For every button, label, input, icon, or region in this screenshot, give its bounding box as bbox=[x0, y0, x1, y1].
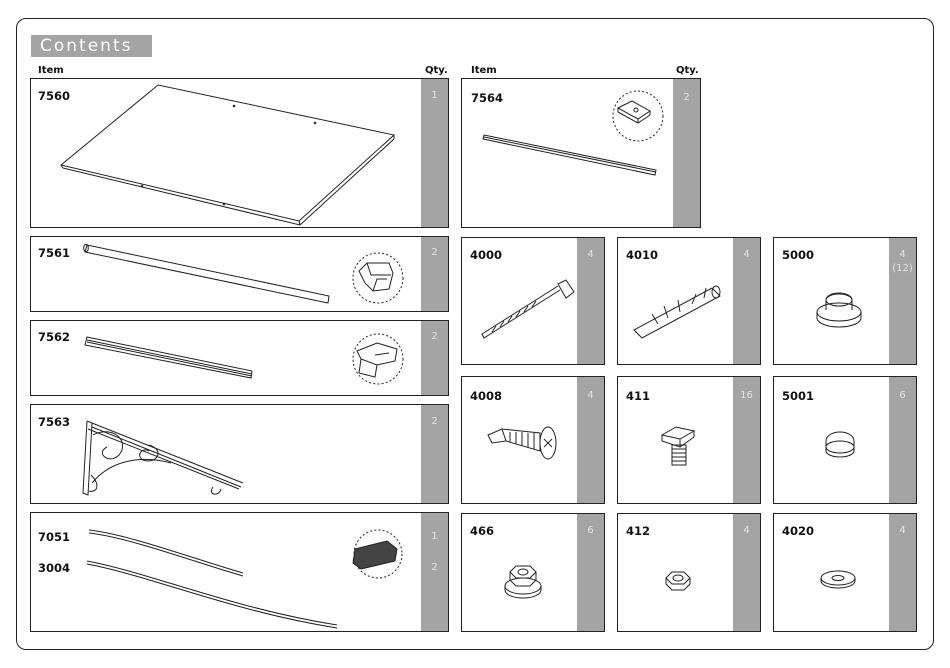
item-header-left: Item bbox=[38, 65, 64, 76]
cap-illustration bbox=[774, 238, 918, 366]
part-7564-card: 7564 2 bbox=[461, 78, 701, 228]
part-7561-card: 7561 2 bbox=[30, 236, 449, 312]
part-4000-card: 4000 4 bbox=[461, 237, 605, 365]
qty-header-right: Qty. bbox=[676, 65, 699, 76]
part-7562-card: 7562 2 bbox=[30, 320, 449, 396]
seal-strips-illustration bbox=[31, 513, 450, 633]
contents-title: Contents bbox=[31, 35, 152, 57]
part-7051-3004-card: 7051 3004 1 2 bbox=[30, 512, 449, 632]
lag-bolt-illustration bbox=[462, 238, 606, 366]
roof-panel-illustration bbox=[31, 79, 450, 229]
front-profile-illustration bbox=[31, 237, 450, 313]
screw-illustration bbox=[462, 377, 606, 505]
part-5001-card: 5001 6 bbox=[773, 376, 917, 504]
connector-strip-illustration bbox=[462, 79, 702, 229]
bracket-illustration bbox=[31, 405, 450, 505]
part-466-card: 466 6 bbox=[461, 513, 605, 632]
qty-header-left: Qty. bbox=[425, 65, 448, 76]
washer-illustration bbox=[774, 514, 918, 633]
item-header-right: Item bbox=[471, 65, 497, 76]
part-412-card: 412 4 bbox=[617, 513, 761, 632]
part-4020-card: 4020 4 bbox=[773, 513, 917, 632]
square-bolt-illustration bbox=[618, 377, 762, 505]
wall-anchor-illustration bbox=[618, 238, 762, 366]
part-4008-card: 4008 4 bbox=[461, 376, 605, 504]
rear-profile-illustration bbox=[31, 321, 450, 397]
part-7563-card: 7563 2 bbox=[30, 404, 449, 504]
part-411-card: 411 16 bbox=[617, 376, 761, 504]
small-cap-illustration bbox=[774, 377, 918, 505]
part-7560-card: 7560 1 bbox=[30, 78, 449, 228]
part-5000-card: 5000 4 (12) bbox=[773, 237, 917, 365]
hex-nut-illustration bbox=[618, 514, 762, 633]
flange-nut-illustration bbox=[462, 514, 606, 633]
part-4010-card: 4010 4 bbox=[617, 237, 761, 365]
